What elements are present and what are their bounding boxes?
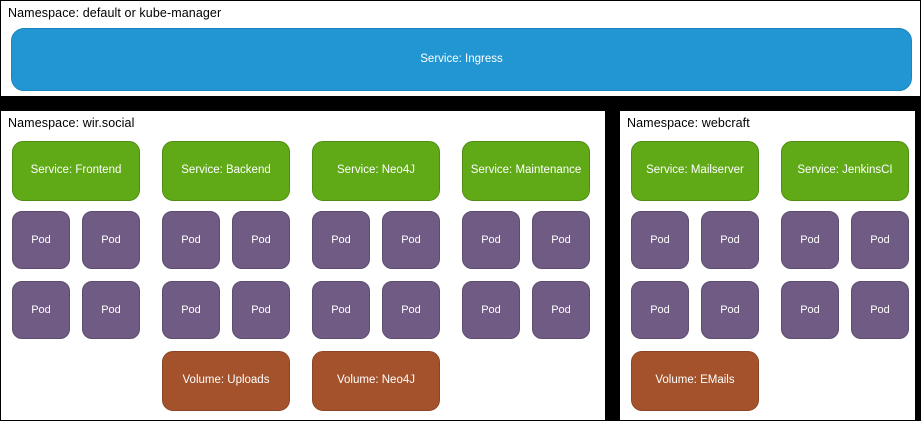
service-node-ingress[interactable]: Service: Ingress (11, 28, 912, 91)
namespace-panel-webcraft: Namespace: webcraft Service: Mailserver … (619, 110, 916, 421)
volume-node-neo4j[interactable]: Volume: Neo4J (312, 351, 440, 411)
pod-node[interactable]: Pod (781, 211, 839, 269)
pod-node[interactable]: Pod (701, 281, 759, 339)
pod-node[interactable]: Pod (312, 211, 370, 269)
volume-node-uploads[interactable]: Volume: Uploads (162, 351, 290, 411)
pod-node[interactable]: Pod (82, 211, 140, 269)
namespace-panel-wir-social: Namespace: wir.social Service: Frontend … (0, 110, 606, 421)
pod-node[interactable]: Pod (851, 211, 909, 269)
pod-node[interactable]: Pod (162, 211, 220, 269)
service-node-frontend[interactable]: Service: Frontend (12, 141, 140, 201)
volume-node-emails[interactable]: Volume: EMails (631, 351, 759, 411)
pod-node[interactable]: Pod (462, 281, 520, 339)
pod-node[interactable]: Pod (631, 211, 689, 269)
pod-node[interactable]: Pod (232, 281, 290, 339)
pod-node[interactable]: Pod (312, 281, 370, 339)
service-node-neo4j[interactable]: Service: Neo4J (312, 141, 440, 201)
pod-node[interactable]: Pod (232, 211, 290, 269)
pod-node[interactable]: Pod (462, 211, 520, 269)
pod-node[interactable]: Pod (701, 211, 759, 269)
namespace-label-wir-social: Namespace: wir.social (8, 116, 135, 130)
pod-node[interactable]: Pod (12, 211, 70, 269)
pod-node[interactable]: Pod (382, 281, 440, 339)
pod-node[interactable]: Pod (532, 281, 590, 339)
service-node-jenkinsci[interactable]: Service: JenkinsCI (781, 141, 909, 201)
service-node-mailserver[interactable]: Service: Mailserver (631, 141, 759, 201)
pod-node[interactable]: Pod (162, 281, 220, 339)
pod-node[interactable]: Pod (82, 281, 140, 339)
service-node-maintenance[interactable]: Service: Maintenance (462, 141, 590, 201)
pod-node[interactable]: Pod (382, 211, 440, 269)
pod-node[interactable]: Pod (532, 211, 590, 269)
namespace-label-default-kube-manager: Namespace: default or kube-manager (8, 6, 222, 20)
pod-node[interactable]: Pod (12, 281, 70, 339)
pod-node[interactable]: Pod (851, 281, 909, 339)
pod-node[interactable]: Pod (781, 281, 839, 339)
namespace-panel-default-kube-manager: Namespace: default or kube-manager Servi… (0, 0, 921, 97)
service-node-backend[interactable]: Service: Backend (162, 141, 290, 201)
pod-node[interactable]: Pod (631, 281, 689, 339)
namespace-label-webcraft: Namespace: webcraft (627, 116, 750, 130)
